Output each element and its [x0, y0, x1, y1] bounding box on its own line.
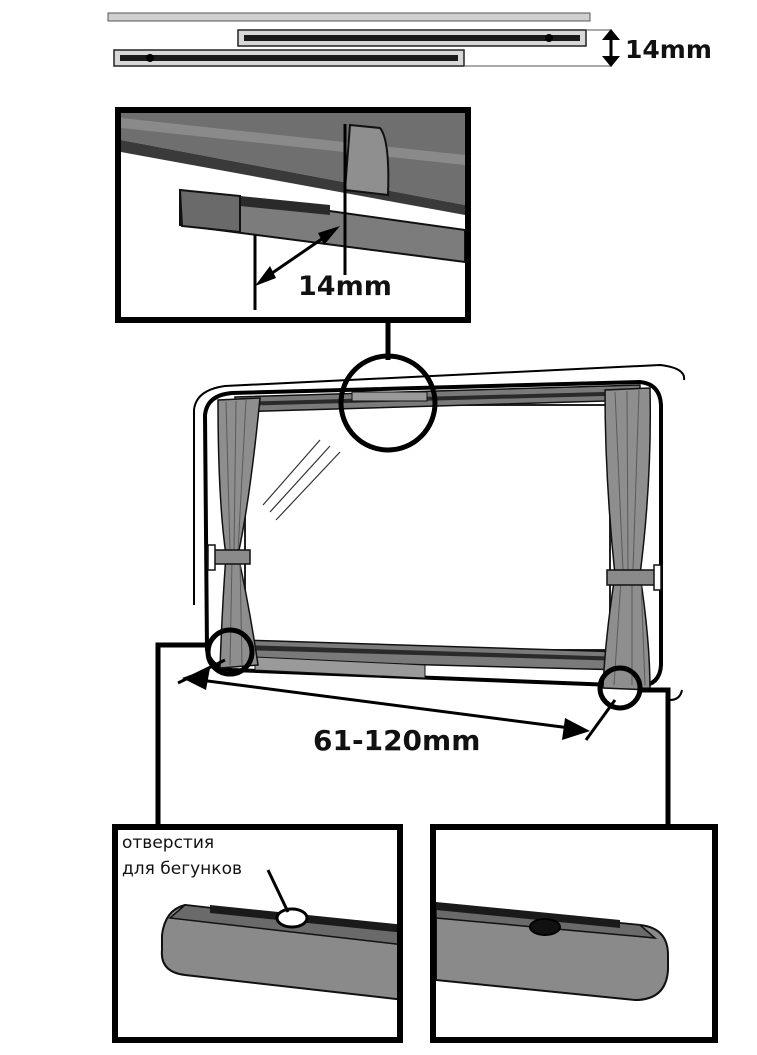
zoom-dimension-arrow [255, 226, 340, 286]
zoom-detail-left-end-cap: отверстия для бегунков [112, 824, 403, 1043]
zoom-dimension-label: 14mm [298, 271, 392, 302]
top-dimension-label: 14mm [625, 35, 712, 64]
lower-rail [113, 49, 465, 67]
runner-holes-caption-line1: отверстия [122, 833, 214, 853]
reference-bar [107, 12, 591, 22]
width-dimension: 61-120mm [177, 658, 617, 757]
end-cap-hole [529, 918, 561, 936]
vertical-dimension-arrow [602, 29, 620, 67]
glass-reflection [262, 439, 341, 521]
top-rail-overlap-view: 14mm [107, 12, 712, 67]
right-curtain [602, 387, 662, 691]
upper-rail [237, 29, 587, 47]
bottom-connectors [155, 642, 671, 825]
left-curtain-tieback [213, 549, 251, 565]
right-curtain-tieback [606, 569, 656, 586]
width-dimension-label: 61-120mm [313, 724, 480, 757]
window-glass [244, 404, 611, 651]
zoom-detail-right-end-cap [430, 824, 718, 1043]
runner-hole [275, 907, 309, 929]
top-rail-highlight-circle [338, 353, 438, 453]
window-with-curtains [193, 353, 686, 711]
runner-holes-caption-line2: для бегунков [122, 859, 242, 879]
left-end-highlight-circle [205, 627, 255, 677]
runner-hole-pointer [266, 869, 290, 913]
zoom-detail-rail-offset: 14mm [115, 107, 471, 323]
left-curtain [207, 397, 261, 669]
